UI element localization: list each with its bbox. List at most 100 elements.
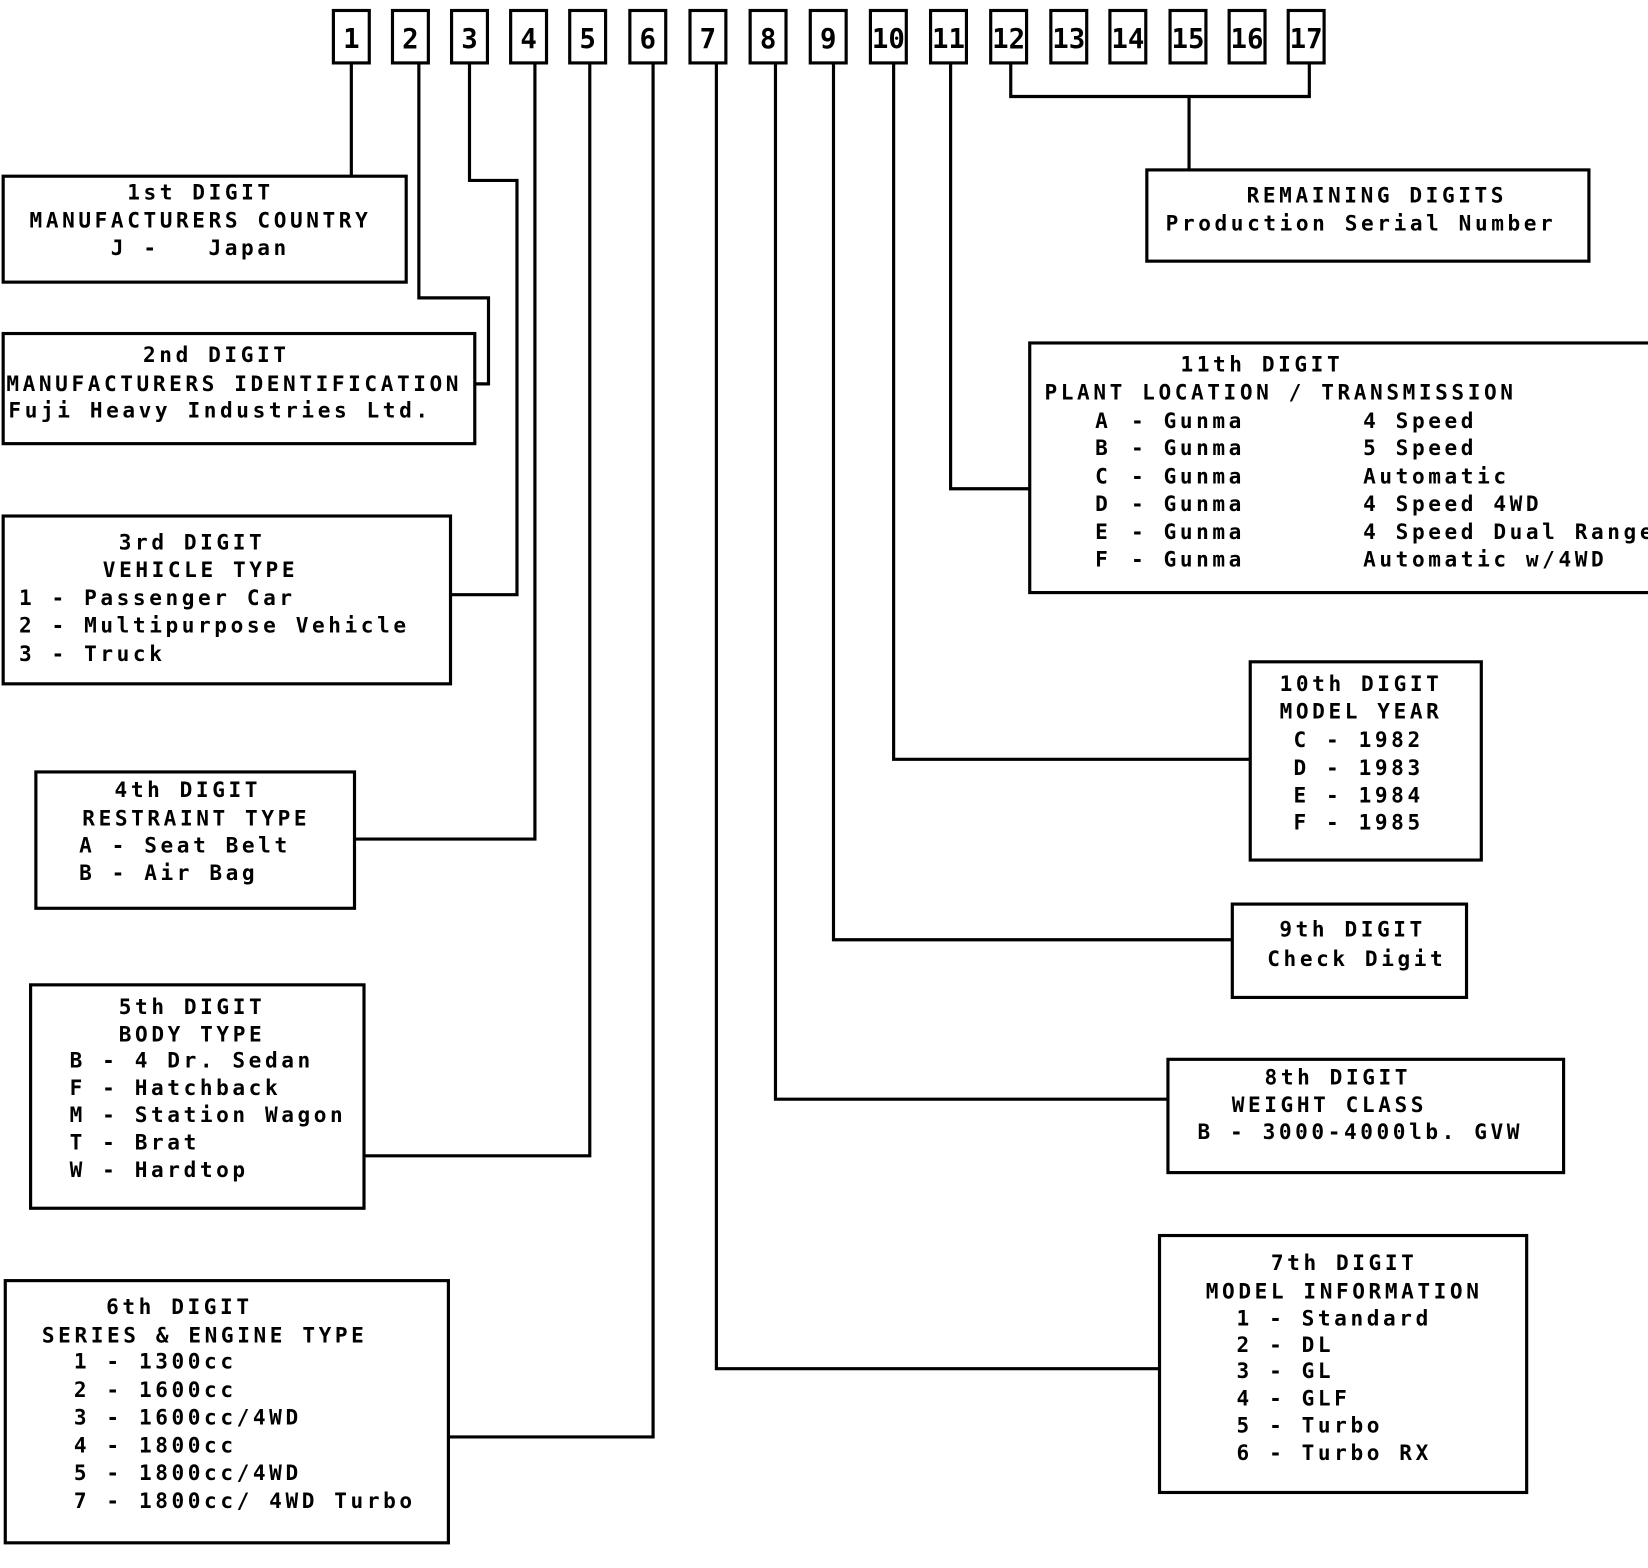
- box-frame: [1157, 1233, 1529, 1495]
- box-frame: [1248, 660, 1483, 862]
- box-frame: [3, 1279, 450, 1545]
- box-subtitle: Check Digit: [1267, 946, 1446, 971]
- digit-box-14: 14: [1108, 8, 1148, 65]
- box-item: B - Air Bag: [79, 860, 258, 885]
- plant-row: E - Gunma 4 Speed Dual Range: [1095, 519, 1648, 544]
- digit-label: 6: [640, 24, 657, 55]
- box-subtitle: Production Serial Number: [1166, 211, 1557, 236]
- digit-box-6: 6: [628, 8, 668, 65]
- digit-label: 14: [1111, 24, 1144, 55]
- row-transmission: 4 Speed Dual Range: [1363, 519, 1648, 544]
- connector-line: [365, 62, 592, 1158]
- digit-box-5: 5: [568, 8, 608, 65]
- box-subtitle: MANUFACTURERS COUNTRY: [30, 208, 372, 233]
- digit-box-10: 10: [868, 8, 908, 65]
- box-item: C - 1982: [1294, 727, 1424, 752]
- box-item: 1 - 1300cc: [74, 1349, 237, 1374]
- digit-label: 15: [1171, 24, 1204, 55]
- digit-label: 2: [402, 24, 419, 55]
- box-frame: [1166, 1057, 1566, 1175]
- box-frame: [1, 331, 477, 446]
- connector-line: [355, 62, 537, 841]
- connector-line: [949, 62, 1030, 491]
- row-plant: - Gunma: [1131, 546, 1245, 571]
- row-transmission: 4 Speed 4WD: [1363, 491, 1542, 516]
- digit-box-4: 4: [509, 8, 549, 65]
- digit-box-8: 8: [748, 8, 788, 65]
- digit-label: 3: [461, 24, 478, 55]
- digit-box-17: 17: [1286, 8, 1326, 65]
- digit-label: 13: [1052, 24, 1085, 55]
- box-title: 3rd DIGIT: [119, 530, 265, 555]
- box-item: Fuji Heavy Industries Ltd.: [8, 397, 431, 422]
- digit-box-15: 15: [1168, 8, 1208, 65]
- digit-box-12: 12: [989, 8, 1029, 65]
- box-item: 3 - 1600cc/4WD: [74, 1404, 302, 1429]
- row-code: B: [1095, 435, 1111, 460]
- digit-label: 8: [760, 24, 777, 55]
- digit-label: 11: [932, 24, 965, 55]
- box-title: REMAINING DIGITS: [1247, 182, 1507, 207]
- digit-label: 4: [520, 24, 537, 55]
- connector-line: [714, 62, 1160, 1371]
- box-subtitle: SERIES & ENGINE TYPE: [42, 1323, 368, 1348]
- box-item: 5 - 1800cc/4WD: [74, 1460, 302, 1485]
- connector-lines: [349, 62, 1311, 1439]
- digit-box-13: 13: [1049, 8, 1089, 65]
- plant-row: A - Gunma 4 Speed: [1095, 408, 1477, 433]
- digit-label: 1: [343, 24, 360, 55]
- row-code: E: [1095, 519, 1111, 544]
- box-item: T - Brat: [70, 1130, 200, 1155]
- row-code: F: [1095, 546, 1111, 571]
- box-item: 4 - 1800cc: [74, 1433, 237, 1458]
- box-item: W - Hardtop: [70, 1157, 249, 1182]
- box-title: 4th DIGIT: [115, 777, 261, 802]
- digit-label: 12: [992, 24, 1025, 55]
- box-item: 6 - Turbo RX: [1237, 1440, 1432, 1465]
- row-plant: - Gunma: [1131, 435, 1245, 460]
- row-code: A: [1095, 408, 1111, 433]
- row-plant: - Gunma: [1131, 408, 1245, 433]
- row-transmission: Automatic: [1363, 464, 1509, 489]
- row-plant: - Gunma: [1131, 519, 1245, 544]
- box-frame: [29, 983, 366, 1210]
- box-item: 4 - GLF: [1237, 1385, 1351, 1410]
- box-item: E - 1984: [1294, 782, 1424, 807]
- box-subtitle: RESTRAINT TYPE: [82, 805, 310, 830]
- digit-box-9: 9: [808, 8, 848, 65]
- box-item: 2 - 1600cc: [74, 1377, 237, 1402]
- box-title: 8th DIGIT: [1265, 1065, 1411, 1090]
- box-item: 3 - Truck: [19, 641, 165, 666]
- digit-label: 10: [872, 24, 905, 55]
- box-item: A - Seat Belt: [79, 833, 291, 858]
- connector-line: [773, 62, 1168, 1101]
- box-subtitle: WEIGHT CLASS: [1232, 1092, 1427, 1117]
- connector-line: [417, 62, 491, 386]
- box-rem: REMAINING DIGITS Production Serial Number: [1145, 168, 1591, 263]
- box-item: 2 - Multipurpose Vehicle: [19, 613, 410, 638]
- box-item: F - Hatchback: [70, 1075, 282, 1100]
- box-item: J - Japan: [111, 235, 290, 260]
- box-frame: [34, 770, 357, 910]
- connector-line: [1009, 62, 1311, 99]
- digit-box-3: 3: [449, 8, 490, 65]
- box-item: 1 - Passenger Car: [19, 585, 296, 610]
- box-item: B - 3000-4000lb. GVW: [1197, 1119, 1523, 1144]
- box-frame: [1028, 341, 1648, 595]
- row-transmission: 4 Speed: [1363, 408, 1477, 433]
- digit-box-7: 7: [688, 8, 728, 65]
- box-subtitle: BODY TYPE: [119, 1022, 265, 1047]
- box-item: F - 1985: [1294, 810, 1424, 835]
- box-title: 7th DIGIT: [1271, 1250, 1417, 1275]
